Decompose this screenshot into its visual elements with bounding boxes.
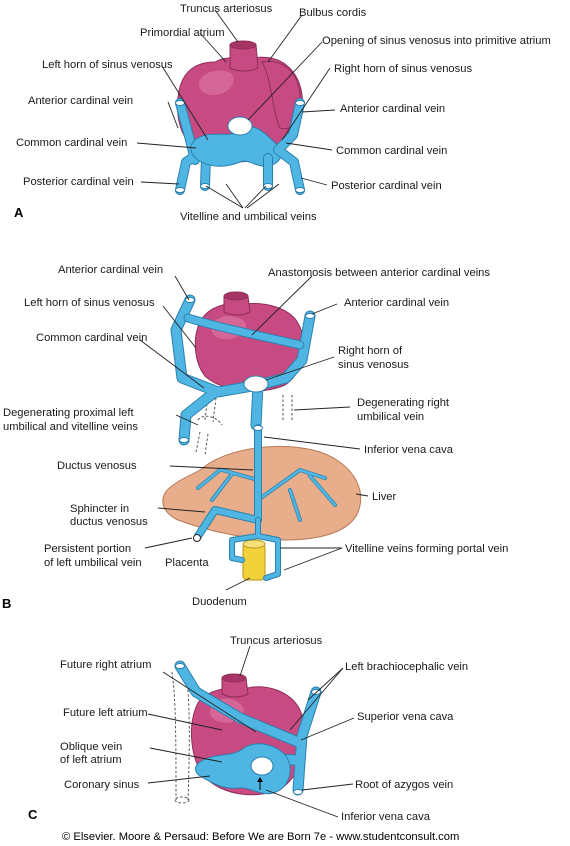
panel-c-great-veins (175, 661, 321, 795)
a-left-horn-label: Left horn of sinus venosus (42, 59, 173, 71)
b-anastomosis-label: Anastomosis between anterior cardinal ve… (268, 267, 490, 279)
a-anterior-cardinal-right-label: Anterior cardinal vein (340, 103, 445, 115)
panel-b-drawing (162, 291, 362, 581)
duodenum-top (242, 539, 266, 549)
b-duodenum-label: Duodenum (192, 596, 247, 608)
b-right-horn-label-2: sinus venosus (338, 359, 409, 371)
degenerating-left-curve (197, 415, 223, 426)
right-vitelline-end (263, 183, 273, 189)
c-right-brachio-end (175, 663, 185, 669)
panel-b-leaders (139, 275, 369, 591)
b-anterior-cardinal-left-label: Anterior cardinal vein (58, 264, 163, 276)
panel-a-drawing (175, 40, 305, 195)
b-vitelline-portal-label: Vitelline veins forming portal vein (345, 543, 508, 555)
b-ductus-venosus-label: Ductus venosus (57, 460, 137, 472)
b-left-anterior-end (185, 297, 195, 303)
c-oblique-label-2: of left atrium (60, 754, 122, 766)
b-degen-left-label-2: umbilical and vitelline veins (3, 421, 138, 433)
b-persistent-label-1: Persistent portion (44, 543, 131, 555)
c-future-left-atrium-label: Future left atrium (63, 707, 148, 719)
degenerating-right-vein (282, 395, 293, 420)
ductus-venosus-vein (195, 425, 261, 539)
coronary-sinus-shape (195, 743, 291, 795)
a-anterior-cardinal-left-label: Anterior cardinal vein (28, 95, 133, 107)
left-umbilical-end (193, 534, 201, 542)
b-right-horn-label-1: Right horn of (338, 345, 403, 357)
c-oblique-label-1: Oblique vein (60, 741, 122, 753)
panel-a-letter: A (14, 205, 24, 220)
b-degen-right-label-2: umbilical vein (357, 411, 424, 423)
c-ivc-label: Inferior vena cava (341, 811, 431, 823)
a-posterior-cardinal-right-label: Posterior cardinal vein (331, 180, 442, 192)
panel-b-truncus-opening (223, 291, 249, 301)
b-sphincter-label-2: ductus venosus (70, 516, 148, 528)
ivc-end (253, 425, 263, 431)
a-right-horn-label: Right horn of sinus venosus (334, 63, 472, 75)
degenerated-end (174, 796, 190, 804)
panel-c-leaders (147, 645, 355, 818)
a-primordial-atrium-label: Primordial atrium (140, 27, 225, 39)
right-anterior-cardinal-end (295, 100, 305, 106)
degen-left-end (179, 437, 189, 443)
portal-vitelline-veins (230, 518, 280, 580)
c-left-brachiocephalic-label: Left brachiocephalic vein (345, 661, 468, 673)
panel-c-truncus-opening (221, 673, 247, 683)
anastomosis-vein (184, 314, 304, 349)
c-future-right-atrium-label: Future right atrium (60, 659, 151, 671)
sinus-venosus-opening (227, 116, 253, 136)
b-right-anterior-end (305, 313, 315, 319)
c-azygos-label: Root of azygos vein (355, 779, 453, 791)
truncus-opening (229, 40, 257, 50)
panel-c-sinus-opening (250, 756, 274, 776)
panel-b-sinus-opening (243, 375, 269, 393)
c-svc-label: Superior vena cava (357, 711, 454, 723)
ivc-arrow-head (257, 777, 263, 782)
atrium-highlight (199, 70, 234, 96)
a-truncus-label: Truncus arteriosus (180, 3, 273, 15)
c-coronary-sinus-label: Coronary sinus (64, 779, 140, 791)
right-posterior-cardinal-end (295, 187, 305, 193)
panel-c-letter: C (28, 807, 38, 822)
panel-b-letter: B (2, 596, 11, 611)
a-common-cardinal-left-label: Common cardinal vein (16, 137, 127, 149)
b-anterior-cardinal-right-label: Anterior cardinal vein (344, 297, 449, 309)
b-persistent-label-2: of left umbilical vein (44, 557, 142, 569)
a-vitelline-umbilical-label: Vitelline and umbilical veins (180, 211, 317, 223)
left-anterior-cardinal-end (175, 100, 185, 106)
b-placenta-label: Placenta (165, 557, 209, 569)
panel-c-truncus (221, 677, 249, 698)
duodenum-shape (242, 543, 266, 581)
copyright-footer: © Elsevier. Moore & Persaud: Before We a… (62, 831, 459, 843)
panel-b-cardinal-veins (171, 295, 315, 445)
c-svc-end (293, 789, 303, 795)
truncus-arteriosus-shape (229, 44, 259, 72)
b-left-horn-label: Left horn of sinus venosus (24, 297, 155, 309)
right-cardinal-veins (264, 99, 304, 194)
b-ivc-label: Inferior vena cava (364, 444, 454, 456)
a-posterior-cardinal-left-label: Posterior cardinal vein (23, 176, 134, 188)
b-degen-right-label-1: Degenerating right (357, 397, 450, 409)
left-posterior-cardinal-end (175, 187, 185, 193)
a-opening-label: Opening of sinus venosus into primitive … (322, 35, 551, 47)
a-bulbus-label: Bulbus cordis (299, 7, 367, 19)
b-sphincter-label-1: Sphincter in (70, 503, 129, 515)
a-common-cardinal-right-label: Common cardinal vein (336, 145, 447, 157)
c-truncus-label: Truncus arteriosus (230, 635, 323, 647)
degenerated-left-cardinal (171, 671, 190, 801)
panel-b-truncus (223, 295, 251, 316)
b-common-cardinal-label: Common cardinal vein (36, 332, 147, 344)
panel-a-leaders (136, 9, 336, 209)
panel-c-drawing (171, 660, 322, 804)
b-degen-left-label-1: Degenerating proximal left (3, 407, 134, 419)
b-liver-label: Liver (372, 491, 397, 503)
